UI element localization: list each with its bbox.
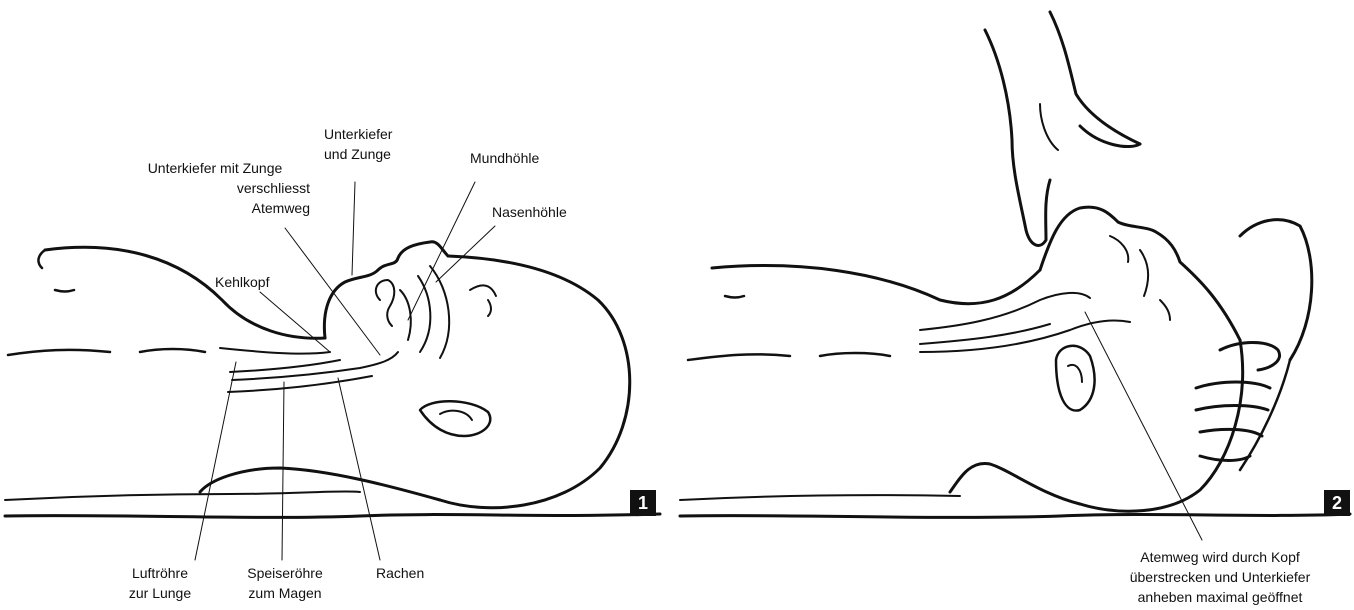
label-esophagus: Speiseröhre zum Magen bbox=[230, 563, 340, 603]
label-line: und Zunge bbox=[324, 144, 392, 164]
label-line: verschliesst bbox=[120, 178, 310, 198]
label-text: Kehlkopf bbox=[215, 274, 269, 290]
label-jaw-tongue-closes-airway: Unterkiefer mit Zunge verschliesst Atemw… bbox=[120, 158, 310, 218]
label-line: Unterkiefer bbox=[324, 124, 392, 144]
label-nasal-cavity: Nasenhöhle bbox=[492, 202, 567, 222]
label-line: Speiseröhre bbox=[230, 563, 340, 583]
panel-number-badge: 1 bbox=[630, 490, 656, 516]
panel-2-drawing bbox=[680, 12, 1350, 517]
panel-1-drawing bbox=[5, 242, 660, 518]
label-oral-cavity: Mundhöhle bbox=[470, 148, 539, 168]
panel-2-leader-lines bbox=[1085, 312, 1202, 540]
panel-number-badge: 2 bbox=[1324, 490, 1350, 516]
caption-line: anheben maximal geöffnet bbox=[1100, 587, 1340, 607]
label-line: Unterkiefer mit Zunge bbox=[120, 158, 310, 178]
label-line: zur Lunge bbox=[110, 583, 210, 603]
caption-line: Atemweg wird durch Kopf bbox=[1100, 547, 1340, 567]
label-text: Mundhöhle bbox=[470, 150, 539, 166]
label-line: Atemweg bbox=[120, 198, 310, 218]
label-text: Nasenhöhle bbox=[492, 204, 567, 220]
label-line: Luftröhre bbox=[110, 563, 210, 583]
label-trachea: Luftröhre zur Lunge bbox=[110, 563, 210, 603]
label-jaw-and-tongue: Unterkiefer und Zunge bbox=[324, 124, 392, 164]
label-line: zum Magen bbox=[230, 583, 340, 603]
caption-line: überstrecken und Unterkiefer bbox=[1100, 567, 1340, 587]
caption-airway-opened: Atemweg wird durch Kopf überstrecken und… bbox=[1100, 547, 1340, 607]
label-larynx: Kehlkopf bbox=[215, 272, 269, 292]
label-text: Rachen bbox=[376, 565, 424, 581]
label-pharynx: Rachen bbox=[376, 563, 424, 583]
